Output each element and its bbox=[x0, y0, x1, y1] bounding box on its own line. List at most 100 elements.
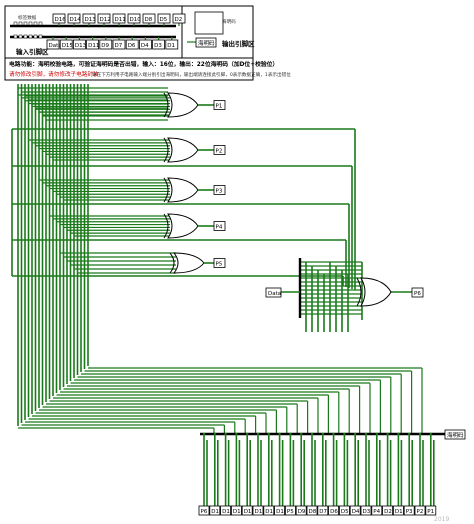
output-p2: P2 bbox=[213, 145, 226, 155]
header-top-pin-d8: D8 bbox=[142, 13, 156, 24]
bottom-pin-d3: D3 bbox=[360, 505, 372, 516]
svg-text:D14: D14 bbox=[70, 17, 82, 23]
header-bottom-pin-d7: D7 bbox=[112, 39, 126, 50]
svg-text:D5: D5 bbox=[160, 17, 168, 23]
bottom-pin-d10: D10 bbox=[274, 505, 288, 516]
bottom-pin-p6: P6 bbox=[198, 505, 210, 516]
note-line-2-red: 请勿修改引脚，请勿修改子电路封装 bbox=[9, 70, 99, 78]
svg-text:D7: D7 bbox=[115, 43, 123, 49]
svg-text:D4: D4 bbox=[141, 43, 149, 49]
svg-text:D11: D11 bbox=[265, 509, 276, 515]
svg-text:D13: D13 bbox=[85, 17, 97, 23]
bottom-pin-d16: D16 bbox=[209, 505, 223, 516]
header-top-pin-d10: D10 bbox=[127, 13, 142, 24]
svg-text:D5: D5 bbox=[341, 509, 349, 515]
top-left-caption: 标签数据 bbox=[18, 14, 37, 21]
notes-frame bbox=[4, 57, 254, 81]
xor-gate-p2 bbox=[163, 137, 199, 163]
svg-text:D8: D8 bbox=[309, 509, 317, 515]
xor-gate-p3 bbox=[163, 177, 199, 203]
svg-text:P5: P5 bbox=[287, 509, 294, 515]
bottom-pin-d9: D9 bbox=[295, 505, 307, 516]
output-p5: P5 bbox=[213, 258, 226, 268]
svg-text:D2: D2 bbox=[175, 17, 183, 23]
svg-text:D11: D11 bbox=[115, 17, 126, 23]
note-line-2-black: 请在下方利用子电路输入端分别引出海明码，输出端请连接此引脚，0表示数据正确，1表… bbox=[92, 71, 291, 78]
svg-text:P4: P4 bbox=[216, 225, 223, 231]
bottom-pin-p1: P1 bbox=[425, 505, 437, 516]
svg-text:D13: D13 bbox=[75, 43, 87, 49]
data-tunnel bbox=[265, 287, 282, 298]
svg-text:D8: D8 bbox=[145, 17, 153, 23]
svg-text:D13: D13 bbox=[244, 509, 256, 515]
svg-text:D9: D9 bbox=[298, 509, 306, 515]
header-bottom-pin-d13: D13 bbox=[73, 39, 87, 50]
bottom-pin-d13: D13 bbox=[241, 505, 256, 516]
svg-text:D14: D14 bbox=[233, 509, 245, 515]
svg-text:D6: D6 bbox=[128, 43, 136, 49]
header-bottom-pin-d4: D4 bbox=[138, 39, 152, 50]
watermark: 2019 bbox=[434, 516, 449, 523]
output-p1: P1 bbox=[213, 100, 226, 110]
bottom-pin-d6: D6 bbox=[328, 505, 340, 516]
header-bottom-pin-d11: D11 bbox=[86, 39, 99, 50]
bottom-pin-d11: D11 bbox=[263, 505, 277, 516]
bottom-pin-d14: D14 bbox=[230, 505, 245, 516]
svg-text:D9: D9 bbox=[101, 43, 109, 49]
bottom-pin-d8: D8 bbox=[306, 505, 318, 516]
bottom-pin-d4: D4 bbox=[349, 505, 361, 516]
hamming-sub-caption: 海明码 bbox=[222, 18, 236, 25]
header-bottom-pin-d9: D9 bbox=[99, 39, 113, 50]
header-top-pin-d2: D2 bbox=[172, 13, 186, 24]
bottom-pin-d12: D12 bbox=[252, 505, 266, 516]
output-tunnel-label: 海明码 bbox=[447, 431, 464, 439]
header-bottom-pin-d3: D3 bbox=[152, 39, 166, 50]
bottom-pin-d7: D7 bbox=[317, 505, 329, 516]
svg-text:P5: P5 bbox=[216, 262, 223, 268]
svg-text:D2: D2 bbox=[384, 509, 392, 515]
wires bbox=[11, 84, 423, 434]
header-top-pin-d12: D12 bbox=[97, 13, 111, 24]
svg-text:P1: P1 bbox=[216, 104, 223, 110]
data-tunnel-label: Data bbox=[268, 291, 281, 297]
header-bottom-pin-data: Data bbox=[46, 39, 62, 50]
xor-gate-p4 bbox=[163, 213, 199, 239]
header-hamming-pin bbox=[195, 37, 217, 48]
output-caption: 输出引脚区 bbox=[222, 39, 255, 48]
svg-text:D6: D6 bbox=[330, 509, 338, 515]
svg-text:D10: D10 bbox=[276, 509, 288, 515]
svg-text:D16: D16 bbox=[55, 17, 67, 23]
bottom-pin-d1: D1 bbox=[392, 505, 404, 516]
header-bottom-pin-d6: D6 bbox=[125, 39, 139, 50]
bottom-pin-d2: D2 bbox=[382, 505, 394, 516]
svg-text:P6: P6 bbox=[201, 509, 208, 515]
bottom-pin-p5: P5 bbox=[284, 505, 296, 516]
xor-gate-p1 bbox=[163, 92, 199, 118]
bottom-pin-p3: P3 bbox=[403, 505, 415, 516]
svg-text:D4: D4 bbox=[352, 509, 360, 515]
output-p4: P4 bbox=[213, 221, 226, 231]
svg-text:D10: D10 bbox=[130, 17, 142, 23]
svg-text:P3: P3 bbox=[406, 509, 413, 515]
xor-gates bbox=[163, 92, 392, 307]
output-p3: P3 bbox=[213, 185, 226, 195]
bottom-pin-p2: P2 bbox=[414, 505, 426, 516]
svg-text:P2: P2 bbox=[417, 509, 424, 515]
header-top-pin-d16: D16 bbox=[52, 13, 67, 24]
svg-text:D3: D3 bbox=[363, 509, 371, 515]
svg-text:Data: Data bbox=[49, 43, 62, 49]
svg-text:D7: D7 bbox=[319, 509, 327, 515]
hamming-subcircuit-box bbox=[194, 11, 224, 35]
svg-text:P1: P1 bbox=[427, 509, 434, 515]
header-hamming-pin-label: 海明码 bbox=[198, 39, 215, 47]
header-top-pin-d5: D5 bbox=[157, 13, 171, 24]
svg-text:D1: D1 bbox=[395, 509, 403, 515]
note-line-1: 电路功能：海明校验电路，可验证海明码是否出错，输入：16位，输出：22位海明码（… bbox=[9, 60, 278, 68]
input-caption: 输入引脚区 bbox=[16, 47, 49, 56]
svg-text:D11: D11 bbox=[88, 43, 99, 49]
svg-text:D16: D16 bbox=[211, 509, 223, 515]
